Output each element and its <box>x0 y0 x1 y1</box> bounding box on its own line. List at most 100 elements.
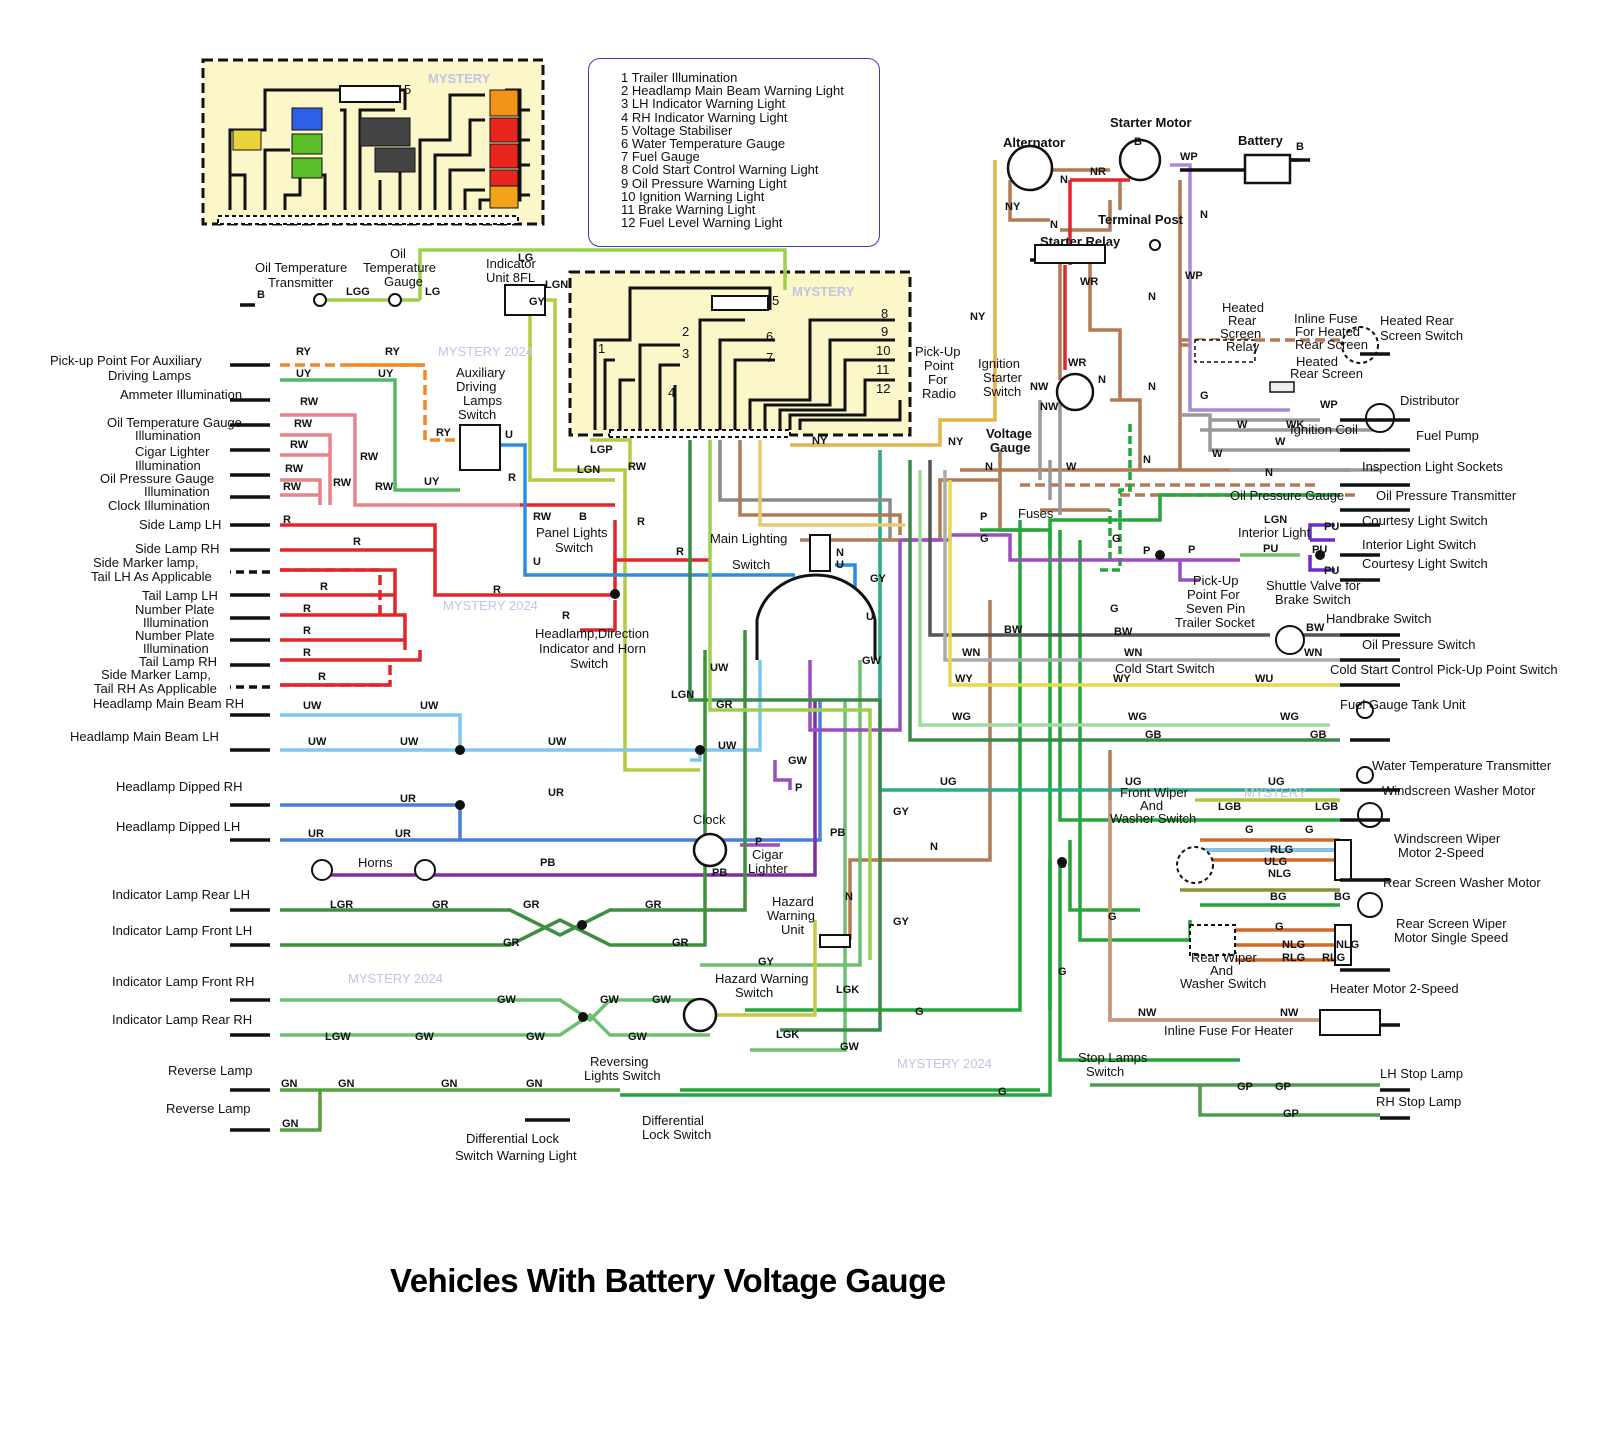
starter-relay-symbol <box>1034 244 1106 264</box>
wire-code: LGB <box>1218 801 1241 813</box>
left-label: Headlamp Main Beam RH <box>93 696 244 711</box>
wire-code: UG <box>940 776 957 788</box>
left-label: Reverse Lamp <box>166 1101 251 1116</box>
indicator-unit-label-1: Indicator <box>486 256 537 271</box>
wire-code: N <box>836 547 844 559</box>
heated-rear-screen-label-1: Heated <box>1296 354 1338 369</box>
wire-code: GN <box>526 1078 543 1090</box>
left-label: Tail RH As Applicable <box>94 681 217 696</box>
legend-item: 10 Ignition Warning Light <box>621 188 765 204</box>
wire-code: PU <box>1312 544 1327 556</box>
left-label: Ammeter Illumination <box>120 387 242 402</box>
inline-fuse-rear-label-2: For Heated <box>1295 324 1360 339</box>
rear-washer-motor-symbol <box>1357 892 1383 918</box>
legend-item: 8 Cold Start Control Warning Light <box>621 162 819 178</box>
headlamp-switch-label-2: Indicator and Horn <box>539 641 646 656</box>
windscreen-wiper-label-1: Windscreen Wiper <box>1394 831 1501 846</box>
lh-indicator-warning-icon <box>291 133 323 155</box>
oil-pressure-transmitter-label: Oil Pressure Transmitter <box>1376 488 1517 503</box>
wire-code: BG <box>1334 891 1351 903</box>
wire-code: W <box>1275 436 1286 448</box>
wire-code: LGN <box>1264 514 1287 526</box>
ignition-coil-label: Ignition Coil <box>1290 422 1358 437</box>
upper-instrument-panel: MYSTERY 5 <box>201 58 545 226</box>
pickup-radio-label-2: Point <box>924 358 954 373</box>
shuttle-valve-label-1: Shuttle Valve for <box>1266 578 1361 593</box>
left-label: Indicator Lamp Rear LH <box>112 887 250 902</box>
panel-number-5: 5 <box>772 293 779 308</box>
panel-number-3: 3 <box>682 346 689 361</box>
wire-code: GN <box>441 1078 458 1090</box>
watermark: MYSTERY <box>792 284 855 299</box>
wire-code: NLG <box>1268 868 1291 880</box>
wire-code: GY <box>893 806 910 818</box>
inline-fuse-rear-label-1: Inline Fuse <box>1294 311 1358 326</box>
wire-code: NW <box>1040 401 1059 413</box>
left-label: Tail Lamp RH <box>139 654 217 669</box>
wire-code: BW <box>1306 622 1325 634</box>
right-ground-arrows <box>240 158 1410 1122</box>
panel-number-1: 1 <box>598 341 605 356</box>
panel-number-2: 2 <box>682 324 689 339</box>
wire-code: NW <box>1280 1007 1299 1019</box>
wire-code: G <box>1108 911 1117 923</box>
left-label: Clock Illumination <box>108 498 210 513</box>
rear-wiper-motor-label-1: Rear Screen Wiper <box>1396 916 1507 931</box>
water-temp-transmitter-label: Water Temperature Transmitter <box>1372 758 1552 773</box>
wire-code: UG <box>1125 776 1142 788</box>
wire-code: UW <box>718 740 737 752</box>
left-label: Oil Temperature Gauge <box>107 415 242 430</box>
wire-code: GP <box>1283 1108 1299 1120</box>
wire-code: UW <box>548 736 567 748</box>
left-label: Indicator Lamp Front LH <box>112 923 252 938</box>
voltage-gauge-label-2: Gauge <box>990 440 1030 455</box>
left-label: Side Marker Lamp, <box>101 667 211 682</box>
watermark: MYSTERY 2024 <box>897 1056 992 1071</box>
wire-code: W <box>1237 419 1248 431</box>
diff-lock-switch-label-2: Lock Switch <box>642 1127 711 1142</box>
pickup-radio-label-3: For <box>928 372 948 387</box>
wire-code: N <box>1200 209 1208 221</box>
indicator-unit-label-2: Unit 8FL <box>486 270 535 285</box>
left-ground-arrows <box>230 363 270 1132</box>
wire-code: RW <box>533 511 552 523</box>
wire-code: BG <box>1270 891 1287 903</box>
wire-code: LGK <box>776 1029 799 1041</box>
main-lighting-label-1: Main Lighting <box>710 531 787 546</box>
left-label: Side Lamp RH <box>135 541 220 556</box>
hrs-relay-label-2: Rear <box>1228 313 1257 328</box>
wire-code: UW <box>420 700 439 712</box>
wire-code: NW <box>1030 381 1049 393</box>
headlamp-switch-label-3: Switch <box>570 656 608 671</box>
wire-code: LGN <box>671 689 694 701</box>
wire-code: WG <box>952 711 971 723</box>
watermark: MYSTERY <box>1244 785 1307 800</box>
voltage-gauge-label-1: Voltage <box>986 426 1032 441</box>
wire-code: G <box>1112 533 1121 545</box>
wire-code: NY <box>970 311 986 323</box>
ignition-switch-symbol <box>1055 372 1095 412</box>
wire-code: B <box>1296 141 1304 153</box>
wire-code: NLG <box>1282 939 1305 951</box>
hazard-switch-label-1: Hazard Warning <box>715 971 808 986</box>
left-label: Driving Lamps <box>108 368 192 383</box>
headlamp-switch-symbol <box>755 573 877 660</box>
wire-code: UR <box>395 828 411 840</box>
washer-motor-symbol <box>1357 802 1383 828</box>
wire-code: R <box>303 603 311 615</box>
left-label: Side Marker lamp, <box>93 555 198 570</box>
wire-code: LGK <box>836 984 859 996</box>
hrs-relay-label-3: Screen <box>1220 326 1261 341</box>
left-label: Headlamp Dipped RH <box>116 779 242 794</box>
wire-code: G <box>1058 966 1067 978</box>
wire-code: N <box>845 891 853 903</box>
clock-symbol <box>692 832 728 868</box>
wire-code: PU <box>1324 565 1339 577</box>
fuel-tank-unit-symbol <box>1356 701 1374 719</box>
panel-number-9: 9 <box>881 324 888 339</box>
horn-left-symbol <box>311 859 333 881</box>
ignition-switch-label-1: Ignition <box>978 356 1020 371</box>
distributor-label: Distributor <box>1400 393 1460 408</box>
wire-code: R <box>562 610 570 622</box>
wire-code: GW <box>415 1031 435 1043</box>
